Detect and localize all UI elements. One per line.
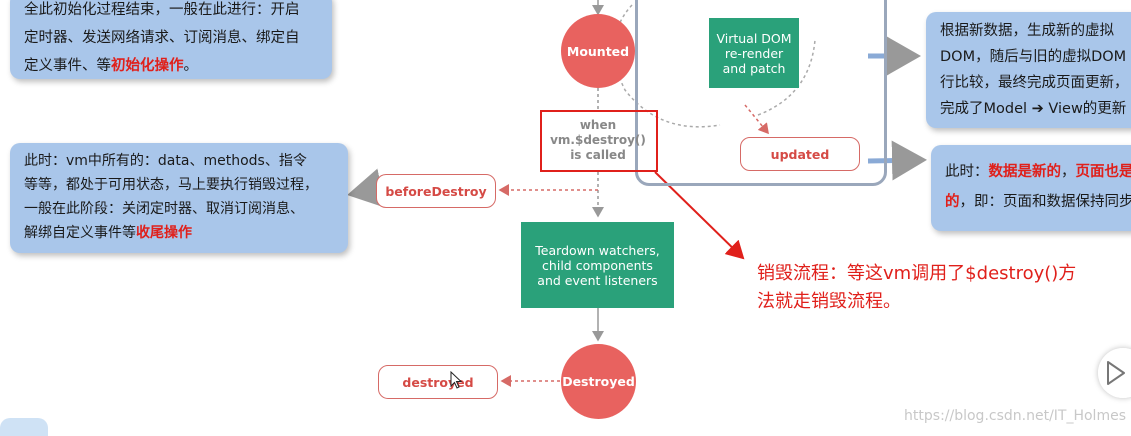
note-bd-line2: 等等，都处于可用状态，马上要执行销毁过程，	[24, 177, 318, 193]
play-icon	[1107, 361, 1125, 385]
note-before-destroy: 此时：vm中所有的：data、methods、指令 等等，都处于可用状态，马上要…	[10, 143, 348, 253]
note-updated-line1: 此时：数据是新的，页面也是	[945, 164, 1131, 180]
updated-hook: updated	[740, 137, 860, 171]
note-bd-line3: 一般在此阶段：关闭定时器、取消订阅消息、	[24, 201, 304, 217]
note-vdom-line3: 行比较，最终完成页面更新，	[940, 75, 1129, 91]
annotation-line2: 法就走销毁流程。	[757, 291, 901, 312]
note-mounted-line3: 定义事件、等初始化操作。	[24, 58, 198, 74]
destroy-annotation: 销毁流程：等这vm调用了$destroy()方 法就走销毁流程。	[757, 260, 1131, 316]
note-vdom-line2: DOM，随后与旧的虚拟DOM	[940, 49, 1127, 65]
when-line1: when	[579, 118, 617, 132]
note-mounted-line1: 全此初始化过程结束，一般在此进行：开启	[24, 2, 300, 18]
note-mounted-line2: 定时器、发送网络请求、订阅消息、绑定自	[24, 30, 300, 46]
note-vdom: 根据新数据，生成新的虚拟 DOM，随后与旧的虚拟DOM 行比较，最终完成页面更新…	[926, 12, 1131, 128]
teardown-node: Teardown watchers, child components and …	[521, 222, 674, 308]
arrow-updated-note	[867, 140, 927, 181]
line-to-updated	[744, 104, 769, 135]
when-destroy-label: when vm.$destroy() is called	[545, 118, 651, 163]
video-play-button[interactable]	[1098, 348, 1131, 398]
before-destroy-hook: beforeDestroy	[376, 174, 496, 208]
note-mounted: 全此初始化过程结束，一般在此进行：开启 定时器、发送网络请求、订阅消息、绑定自 …	[10, 0, 332, 79]
virtual-dom-node: Virtual DOM re-render and patch	[709, 18, 799, 88]
note-updated: 此时：数据是新的，页面也是 的，即：页面和数据保持同步	[931, 145, 1131, 231]
annotation-line1: 销毁流程：等这vm调用了$destroy()方	[757, 263, 1077, 284]
when-line2: vm.$destroy()	[550, 133, 646, 147]
when-destroy-highlight	[540, 110, 658, 172]
when-line3: is called	[570, 148, 626, 162]
note-vdom-line1: 根据新数据，生成新的虚拟	[940, 23, 1114, 39]
note-updated-line2: 的，即：页面和数据保持同步	[945, 194, 1131, 210]
mouse-cursor-icon	[450, 371, 463, 389]
corner-decoration	[0, 418, 48, 436]
annotation-arrow	[654, 171, 745, 260]
destroyed-hook: destroyed	[378, 365, 498, 399]
mounted-node: Mounted	[561, 14, 635, 88]
note-bd-line1: 此时：vm中所有的：data、methods、指令	[24, 153, 307, 169]
line-beforedestroy-note	[347, 168, 386, 208]
note-bd-line4: 解绑自定义事件等收尾操作	[24, 225, 192, 241]
watermark: https://blog.csdn.net/IT_Holmes	[904, 408, 1126, 424]
update-frame	[635, 0, 887, 186]
update-loop-arc	[613, 4, 721, 128]
note-vdom-line4: 完成了Model ➔ View的更新	[940, 101, 1127, 117]
destroyed-node: Destroyed	[561, 344, 636, 419]
